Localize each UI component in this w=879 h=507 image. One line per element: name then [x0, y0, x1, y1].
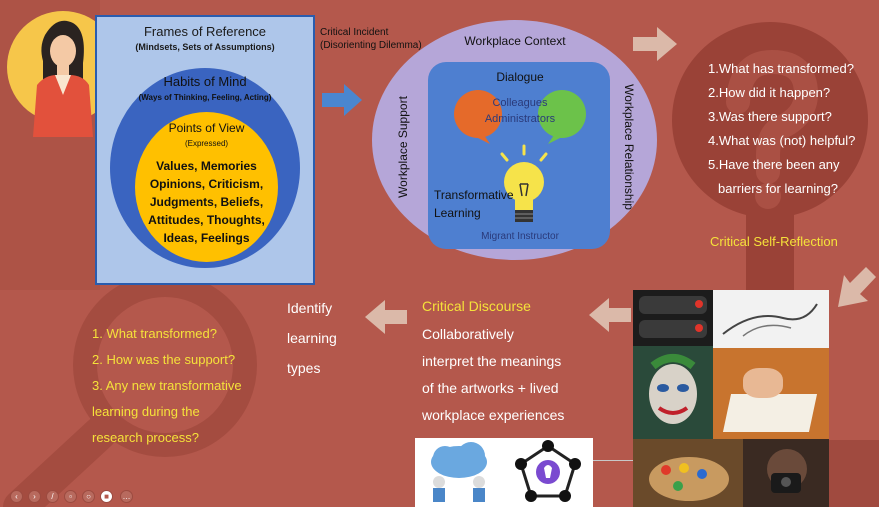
question-item: 1.What has transformed?: [708, 61, 854, 76]
identify-line: learning: [287, 330, 337, 346]
hand-sketch-image: [713, 290, 829, 348]
administrators-label: Administrators: [484, 113, 556, 125]
discourse-line: workplace experiences: [422, 407, 565, 423]
painting-palette-image: [633, 439, 743, 507]
disorienting-dilemma-label: (Disorienting Dilemma): [320, 40, 422, 51]
points-line: Opinions, Criticism,: [149, 177, 264, 191]
frames-title: Frames of Reference: [143, 24, 267, 39]
points-line: Values, Memories: [156, 159, 257, 173]
question-item: barriers for learning?: [718, 181, 838, 196]
habits-title: Habits of Mind: [163, 74, 247, 89]
points-line: Attitudes, Thoughts,: [148, 213, 265, 227]
workplace-support-label: Workplace Support: [396, 96, 410, 198]
transformative-label: Transformative: [434, 188, 514, 202]
final-question: research process?: [92, 430, 199, 445]
arrow-right-icon: [633, 27, 677, 61]
learning-label: Learning: [434, 206, 481, 220]
points-of-view-circle: [135, 112, 278, 262]
pen-tool-button[interactable]: /: [46, 490, 59, 503]
joker-art-image: [633, 346, 713, 439]
workplace-context-title: Workplace Context: [464, 34, 566, 48]
photographer-image: [743, 439, 829, 507]
discourse-line: of the artworks + lived: [422, 380, 559, 396]
colleagues-label: Colleagues: [492, 97, 548, 109]
final-question: learning during the: [92, 404, 200, 419]
cloud-meeting-icon: [415, 438, 503, 507]
more-options-button[interactable]: …: [120, 490, 133, 503]
subtitles-button[interactable]: ■: [100, 490, 113, 503]
identify-line: types: [287, 360, 321, 376]
arrow-left-icon: [365, 300, 407, 334]
dialogue-title: Dialogue: [496, 70, 544, 84]
lightbulb-icon: [500, 144, 548, 222]
final-question: 3. Any new transformative: [92, 378, 242, 393]
writing-image: [713, 348, 829, 439]
identify-line: Identify: [287, 300, 333, 316]
critical-self-reflection-label: Critical Self-Reflection: [710, 234, 838, 249]
arrow-down-left-icon: [838, 267, 876, 307]
critical-discourse-title: Critical Discourse: [422, 298, 531, 314]
discourse-line: Collaboratively: [422, 326, 514, 342]
see-all-slides-button[interactable]: ▫: [64, 490, 77, 503]
phone-recorder-image: [633, 290, 713, 346]
speech-bubble-icon: [454, 90, 586, 144]
frames-subtitle: (Mindsets, Sets of Assumptions): [135, 42, 275, 52]
final-question: 1. What transformed?: [92, 326, 217, 341]
points-line: Ideas, Feelings: [163, 231, 250, 245]
question-item: 2.How did it happen?: [708, 85, 831, 100]
migrant-instructor-label: Migrant Instructor: [481, 231, 559, 242]
workplace-relationship-label: Workplace Relationship: [622, 84, 636, 210]
question-item: 5.Have there been any: [708, 157, 840, 172]
previous-slide-button[interactable]: ‹: [10, 490, 23, 503]
arrow-right-icon: [322, 84, 362, 116]
critical-incident-label: Critical Incident: [320, 27, 389, 38]
final-question: 2. How was the support?: [92, 352, 236, 367]
points-line: Judgments, Beliefs,: [149, 195, 264, 209]
points-title: Points of View: [168, 121, 245, 135]
points-subtitle: (Expressed): [184, 139, 229, 148]
arrow-left-icon: [589, 298, 631, 332]
habits-subtitle: (Ways of Thinking, Feeling, Acting): [138, 93, 272, 102]
question-item: 4.What was (not) helpful?: [708, 133, 856, 148]
network-icon: [503, 438, 593, 507]
woman-avatar-icon: [7, 11, 117, 137]
zoom-button[interactable]: ○: [82, 490, 95, 503]
next-slide-button[interactable]: ›: [28, 490, 41, 503]
discourse-line: interpret the meanings: [422, 353, 562, 369]
question-item: 3.Was there support?: [708, 109, 832, 124]
